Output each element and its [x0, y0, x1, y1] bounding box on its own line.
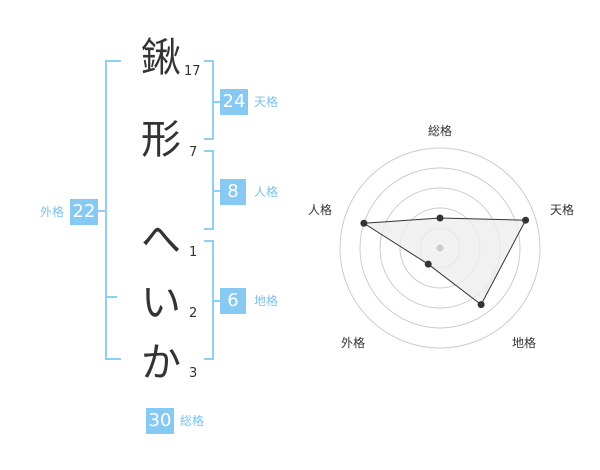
- jinkaku-value: 8: [220, 179, 246, 205]
- chikaku-value: 6: [220, 288, 246, 314]
- radar-center-point: [436, 244, 444, 252]
- stroke-count-5: 3: [189, 366, 198, 381]
- radar-label-gaikaku: 外格: [341, 336, 366, 350]
- radar-ring-5: [339, 147, 541, 349]
- tenkaku-value: 24: [220, 89, 248, 115]
- stroke-count-2: 7: [189, 145, 198, 160]
- name-char-5: か: [141, 340, 181, 386]
- radar-point-4: [424, 260, 432, 268]
- name-char-3: へ: [141, 217, 181, 263]
- name-char-1: 鍬: [141, 35, 181, 81]
- radar-point-1: [436, 214, 444, 222]
- tenkaku-label: 天格: [254, 95, 279, 109]
- radar-label-jinkaku: 人格: [308, 203, 333, 217]
- radar-polygon: [362, 217, 527, 306]
- radar-point-2: [522, 216, 530, 224]
- radar-point-5: [360, 219, 368, 227]
- gaikaku-value: 22: [70, 199, 98, 225]
- soukaku-label: 総格: [180, 414, 205, 428]
- radar-label-soukaku: 総格: [428, 124, 453, 138]
- name-char-2: 形: [141, 117, 181, 163]
- soukaku-value: 30: [146, 408, 174, 434]
- radar-label-chikaku: 地格: [512, 336, 537, 350]
- chikaku-label: 地格: [254, 294, 279, 308]
- radar-point-3: [477, 301, 485, 309]
- stroke-count-3: 1: [189, 245, 198, 260]
- name-char-4: い: [141, 280, 181, 326]
- radar-ring-4: [359, 167, 521, 329]
- stroke-count-4: 2: [189, 306, 198, 321]
- stroke-count-1: 17: [184, 64, 201, 79]
- jinkaku-label: 人格: [254, 185, 279, 199]
- gaikaku-label: 外格: [40, 205, 65, 219]
- radar-label-tenkaku: 天格: [550, 203, 575, 217]
